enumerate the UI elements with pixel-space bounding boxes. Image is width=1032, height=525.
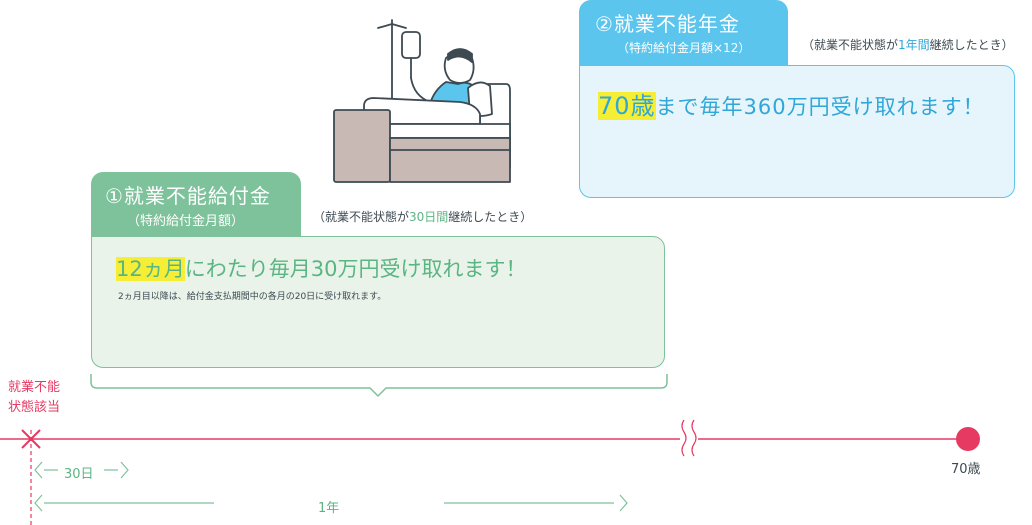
benefit2-header: ②就業不能年金 （特約給付金月額×12） [579, 0, 788, 66]
condition-suffix: 継続したとき） [448, 210, 533, 224]
cross-marker-icon [21, 429, 41, 449]
condition-prefix: （就業不能状態が [802, 38, 899, 52]
benefit2-panel: 70歳まで毎年360万円受け取れます！ [579, 65, 1015, 198]
headline-highlight: 12ヵ月 [116, 257, 185, 281]
benefit1-panel: 12ヵ月にわたり毎月30万円受け取れます！ 2ヵ月目以降は、給付金支払期間中の各… [91, 236, 665, 368]
benefit2-headline: 70歳まで毎年360万円受け取れます！ [598, 86, 985, 121]
benefit1-condition: （就業不能状態が30日間継続したとき） [313, 208, 532, 225]
wavy-break-icon [681, 419, 697, 457]
condition-period: 30日間 [409, 210, 449, 224]
benefit1-subtitle: （特約給付金月額） [127, 214, 245, 229]
benefit1-header: ①就業不能給付金 （特約給付金月額） [91, 172, 301, 236]
benefit1-title: ①就業不能給付金 [105, 184, 271, 208]
headline-text: まで毎年360万円受け取れます！ [655, 95, 985, 119]
headline-highlight: 70歳 [598, 92, 656, 120]
timeline [0, 419, 980, 525]
trigger-label: 就業不能 状態該当 [0, 378, 68, 418]
patient-in-hospital-bed-icon [333, 19, 511, 183]
trigger-label-line2: 状態該当 [7, 400, 60, 415]
period-bracket [90, 374, 668, 398]
benefit2-title: ②就業不能年金 [595, 12, 740, 36]
benefit2-condition: （就業不能状態が1年間継続したとき） [802, 36, 1014, 53]
benefit1-headline: 12ヵ月にわたり毎月30万円受け取れます！ [116, 253, 526, 283]
span-30-days-label: 30日 [64, 467, 94, 482]
benefit1-note: 2ヵ月目以降は、給付金支払期間中の各月の20日に受け取れます。 [118, 292, 387, 302]
end-age-label: 70歳 [951, 462, 981, 477]
trigger-label-line1: 就業不能 [7, 380, 60, 395]
dot-marker-icon [956, 427, 980, 451]
condition-period: 1年間 [898, 38, 930, 52]
benefit2-subtitle: （特約給付金月額×12） [617, 41, 751, 55]
condition-prefix: （就業不能状態が [313, 210, 410, 224]
headline-text: にわたり毎月30万円受け取れます！ [184, 257, 527, 281]
condition-suffix: 継続したとき） [929, 38, 1014, 52]
span-1-year-label: 1年 [318, 501, 340, 516]
